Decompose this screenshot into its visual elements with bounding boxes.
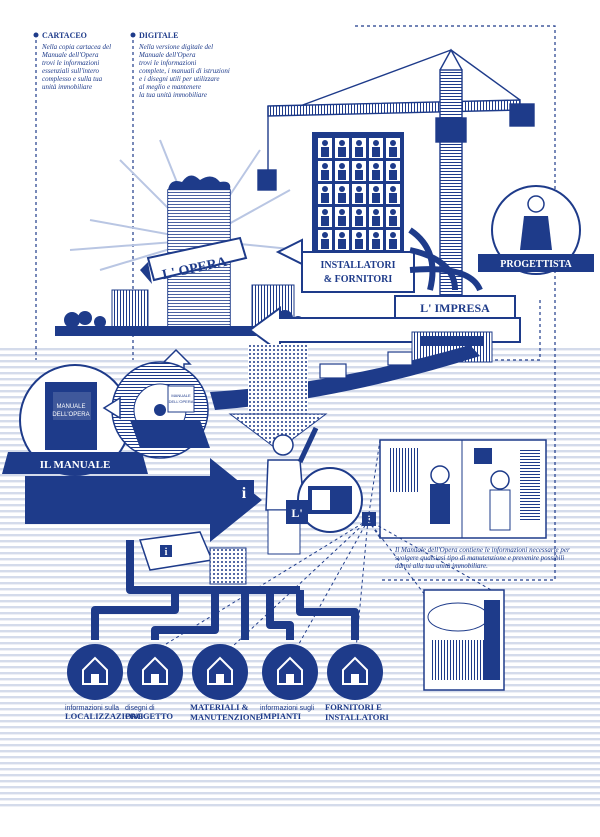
worker-figure xyxy=(318,207,332,227)
category-title: MANUTENZIONE xyxy=(190,712,262,722)
installers-building: INSTALLATORI & FORNITORI xyxy=(275,132,415,293)
caption-line: svolgere qualsiasi tipo di manutenzione … xyxy=(395,554,564,562)
category-title: MATERIALI & xyxy=(190,702,249,712)
person: i xyxy=(234,426,319,555)
house-suppliers-icon xyxy=(342,656,368,685)
worker-figure xyxy=(386,138,400,158)
worker-figure xyxy=(335,161,349,181)
worker-figure xyxy=(352,184,366,204)
worker-figure xyxy=(352,138,366,158)
laptop: i xyxy=(139,531,247,585)
worker-figure xyxy=(369,161,383,181)
disc-badge: MANUALE DELL'OPERA xyxy=(111,361,210,459)
designer-badge: PROGETTISTA xyxy=(478,185,594,275)
note-digital-line: Nella versione digitale del xyxy=(138,43,213,51)
category-3: MATERIALI &MANUTENZIONE xyxy=(190,644,262,722)
category-title: INSTALLATORI xyxy=(325,712,389,722)
location-pin-icon xyxy=(82,656,108,685)
note-print-line: Manuale dell'Opera xyxy=(41,51,99,59)
worker-figure xyxy=(386,184,400,204)
designer-label: PROGETTISTA xyxy=(500,259,572,270)
worker-figure xyxy=(352,207,366,227)
worker-figure xyxy=(318,138,332,158)
installers-label-1: INSTALLATORI xyxy=(320,260,395,271)
note-digital-line: complete, i manuali di istruzioni xyxy=(139,67,230,75)
category-caption: disegni di xyxy=(125,705,155,712)
category-title: PROGETTO xyxy=(125,711,173,721)
installers-label-2: & FORNITORI xyxy=(324,274,393,285)
worker-figure xyxy=(335,138,349,158)
worker-figure xyxy=(369,184,383,204)
worker-figure xyxy=(386,161,400,181)
category-title: IMPIANTI xyxy=(260,711,302,721)
info-sign-left: i xyxy=(242,485,247,502)
note-digital-line: trovi le informazioni xyxy=(139,59,196,67)
svg-text:Il Manuale dell'Opera contiene: Il Manuale dell'Opera contiene le inform… xyxy=(394,546,570,570)
note-print-title: CARTACEO xyxy=(42,31,87,40)
worker-figure xyxy=(335,184,349,204)
note-print-line: Nella copia cartacea del xyxy=(41,43,111,51)
magnifier: L' i xyxy=(286,467,376,533)
worker-figure xyxy=(318,184,332,204)
worker-figure xyxy=(352,161,366,181)
note-print-line: unità immobiliare xyxy=(42,83,92,91)
note-print-line: complesso e sulla tua xyxy=(42,75,103,83)
worker-figure xyxy=(369,207,383,227)
pipe-tree xyxy=(91,540,359,640)
note-print-line: essenziali sull'intero xyxy=(42,67,100,75)
info-sign-laptop: i xyxy=(165,547,168,558)
worker-figure xyxy=(386,207,400,227)
category-caption: informazioni sulla xyxy=(65,705,119,712)
worker-figure xyxy=(369,230,383,250)
note-digital-line: al meglio e mantenere xyxy=(139,83,201,91)
worker-figure xyxy=(369,138,383,158)
note-digital-line: Manuale dell'Opera xyxy=(138,51,196,59)
manual-label: IL MANUALE xyxy=(40,459,111,471)
worker-figure xyxy=(386,230,400,250)
book-title-2: DELL'OPERA xyxy=(52,412,89,418)
caption-line: Il Manuale dell'Opera contiene le inform… xyxy=(394,546,570,554)
category-title: FORNITORI E xyxy=(325,702,382,712)
worker-figure xyxy=(335,230,349,250)
house-plan-icon xyxy=(142,656,168,685)
bedroom-scene xyxy=(423,589,505,691)
worker-figure xyxy=(352,230,366,250)
note-print-line: trovi le informazioni xyxy=(42,59,99,67)
supply-arcs xyxy=(408,227,483,292)
central-column xyxy=(248,344,308,424)
company-label: L' IMPRESA xyxy=(420,301,490,315)
worker-figure xyxy=(318,230,332,250)
sign-l-label: L' xyxy=(291,506,302,520)
house-scenes xyxy=(379,439,547,539)
category-title: LOCALIZZAZIONE xyxy=(65,711,144,721)
disc-label-1: MANUALE xyxy=(171,393,191,398)
note-digital-line: e i disegni utili per utilizzare xyxy=(139,75,219,83)
house-systems-icon xyxy=(277,656,303,685)
category-caption: informazioni sugli xyxy=(260,705,315,712)
manual-arrow xyxy=(25,458,262,542)
note-digital-line: la tua unità immobiliare xyxy=(139,91,207,99)
worker-figure xyxy=(318,161,332,181)
caption-line: danni alla tua unità immobiliare. xyxy=(395,562,488,570)
book-title-1: MANUALE xyxy=(56,404,85,410)
disc-label-2: DELL'OPERA xyxy=(169,399,194,404)
worker-figure xyxy=(335,207,349,227)
house-materials-icon xyxy=(207,656,233,685)
note-digital-title: DIGITALE xyxy=(139,31,178,40)
